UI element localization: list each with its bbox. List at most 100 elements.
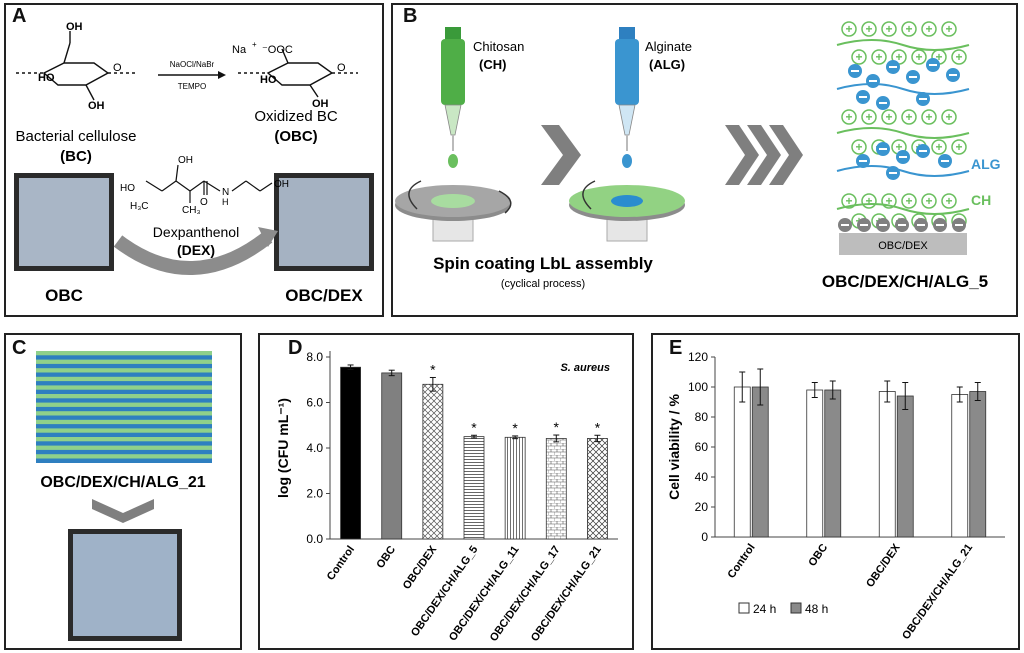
plus-sign: + — [885, 194, 892, 208]
plus-sign: + — [905, 22, 912, 36]
bc-oh-top: OH — [66, 21, 83, 33]
legend-alg: ALG — [971, 156, 1001, 172]
chevron-icon — [541, 125, 581, 185]
panel-b-label: B — [403, 5, 418, 27]
x-tick-label: OBC — [806, 542, 830, 569]
bar — [824, 389, 842, 538]
polymer-chain — [836, 165, 970, 177]
y-tick-label: 0.0 — [306, 532, 323, 546]
minus-sign — [889, 172, 897, 174]
significance-mark: * — [471, 419, 477, 435]
plus-sign: + — [915, 50, 922, 64]
film-stripe — [36, 351, 212, 356]
bc-o: O — [113, 62, 122, 74]
y-tick-label: 100 — [688, 380, 708, 394]
minus-sign — [941, 160, 949, 162]
film-stripe — [36, 359, 212, 364]
minus-sign — [851, 70, 859, 72]
film-stripe — [36, 368, 212, 373]
polymer-chain — [836, 127, 970, 139]
y-axis-label: Cell viability / % — [666, 394, 682, 500]
bar — [504, 436, 526, 540]
x-tick-label: OBC — [374, 544, 398, 571]
alginate-label: Alginate — [645, 39, 692, 54]
result-label: OBC/DEX/CH/ALG_5 — [822, 272, 988, 291]
rotation-arrow-1 — [408, 180, 422, 210]
plus-sign: + — [855, 140, 862, 154]
plus-sign: + — [935, 50, 942, 64]
positive-charge-icon — [921, 193, 937, 209]
plus-sign: + — [865, 22, 872, 36]
y-tick-label: 4.0 — [306, 441, 323, 455]
plus-sign: + — [865, 110, 872, 124]
y-tick-label: 0 — [701, 530, 708, 544]
panel-c: C OBC/DEX/CH/ALG_21 — [4, 333, 242, 650]
minus-sign — [859, 96, 867, 98]
positive-charge-icon — [951, 49, 967, 65]
obc-na: Na — [232, 44, 247, 56]
x-tick-label: OBC/DEX — [401, 543, 440, 591]
substrate-label: OBC/DEX — [878, 240, 928, 252]
positive-charge-icon — [841, 109, 857, 125]
rotation-arrow-1b — [498, 190, 512, 214]
spin-coating-title: Spin coating LbL assembly — [433, 254, 653, 273]
film-stripe — [36, 394, 212, 399]
minus-sign — [929, 64, 937, 66]
polymer-chain — [836, 203, 970, 215]
positive-charge-icon — [851, 49, 867, 65]
y-tick-label: 60 — [695, 440, 709, 454]
spin-coating-subtitle: (cyclical process) — [501, 278, 585, 290]
bar — [381, 372, 403, 540]
positive-charge-icon — [921, 109, 937, 125]
reagent-bottom-text: TEMPO — [178, 82, 206, 91]
plus-sign: + — [925, 22, 932, 36]
minus-sign — [919, 98, 927, 100]
minus-sign — [955, 224, 963, 226]
y-tick-label: 120 — [688, 350, 708, 364]
label-obc: OBC — [45, 286, 83, 305]
bar — [340, 366, 361, 540]
obc-ho: HO — [260, 74, 277, 86]
positive-charge-icon — [881, 21, 897, 37]
film-stripe — [36, 376, 212, 382]
plus-sign: + — [945, 110, 952, 124]
minus-sign — [869, 80, 877, 82]
minus-sign — [949, 74, 957, 76]
obc-oh: OH — [312, 98, 329, 110]
obc-coo: ⁻OOC — [262, 44, 293, 56]
x-tick-label: OBC/DEX — [864, 541, 903, 589]
bar — [733, 386, 751, 538]
plus-sign: + — [875, 50, 882, 64]
plus-sign: + — [905, 194, 912, 208]
minus-sign — [899, 156, 907, 158]
obcdex-sample — [279, 178, 369, 266]
panel-a-label: A — [12, 5, 27, 27]
film-stripe — [36, 454, 212, 459]
film-stripe — [36, 445, 212, 450]
positive-charge-icon — [921, 21, 937, 37]
minus-sign — [879, 148, 887, 150]
positive-charge-icon — [881, 109, 897, 125]
minus-sign — [860, 224, 868, 226]
rotation-arrow-2 — [582, 180, 596, 210]
spin-coater-1 — [395, 185, 511, 242]
positive-charge-icon — [931, 139, 947, 155]
minus-sign — [919, 150, 927, 152]
positive-charge-icon — [941, 193, 957, 209]
obc-na-plus: + — [252, 40, 257, 49]
y-tick-label: 40 — [695, 470, 709, 484]
dex-oh: OH — [178, 155, 193, 166]
minus-sign — [841, 224, 849, 226]
panel-c-scheme: OBC/DEX/CH/ALG_21 — [36, 351, 212, 641]
y-tick-label: 6.0 — [306, 396, 323, 410]
dex-structure — [145, 164, 273, 203]
positive-charge-icon — [901, 109, 917, 125]
alg-label: (ALG) — [649, 57, 685, 72]
panel-a-scheme: OH HO OH O NaOCl/NaBr TEMPO Na + ⁻OOC HO… — [14, 21, 374, 305]
chitosan-label: Chitosan — [473, 39, 524, 54]
positive-charge-icon — [911, 49, 927, 65]
panel-c-label: C — [12, 337, 27, 359]
chart-annotation: S. aureus — [560, 362, 610, 374]
